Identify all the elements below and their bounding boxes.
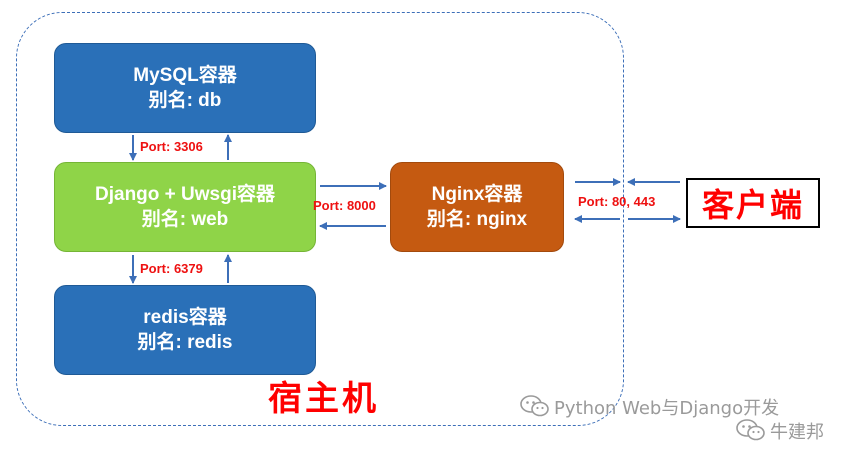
wechat-icon bbox=[520, 394, 550, 424]
wechat-icon bbox=[736, 418, 766, 448]
port-label-mysql: Port: 3306 bbox=[140, 139, 203, 154]
redis-container-title: redis容器 bbox=[143, 307, 227, 328]
watermark-account-text: Python Web与Django开发 bbox=[554, 398, 780, 419]
django-container-alias: 别名: web bbox=[141, 209, 229, 230]
nginx-container-title: Nginx容器 bbox=[431, 184, 523, 205]
watermark-account: Python Web与Django开发 bbox=[520, 394, 779, 424]
redis-container-box: redis容器 别名: redis bbox=[54, 285, 316, 375]
port-label-nginx: Port: 8000 bbox=[313, 198, 376, 213]
redis-container-alias: 别名: redis bbox=[137, 332, 233, 353]
django-container-box: Django + Uwsgi容器 别名: web bbox=[54, 162, 316, 252]
mysql-container-alias: 别名: db bbox=[148, 90, 222, 111]
watermark-author-text: 牛建邦 bbox=[770, 422, 824, 443]
django-container-title: Django + Uwsgi容器 bbox=[95, 184, 275, 205]
mysql-container-title: MySQL容器 bbox=[133, 65, 237, 86]
port-label-client: Port: 80, 443 bbox=[578, 194, 656, 209]
nginx-container-alias: 别名: nginx bbox=[426, 209, 528, 230]
watermark-author: 牛建邦 bbox=[736, 418, 824, 448]
host-machine-boundary bbox=[16, 12, 624, 426]
client-box: 客户端 bbox=[686, 178, 820, 228]
port-label-redis: Port: 6379 bbox=[140, 261, 203, 276]
host-machine-label: 宿主机 bbox=[268, 379, 379, 419]
nginx-container-box: Nginx容器 别名: nginx bbox=[390, 162, 564, 252]
mysql-container-box: MySQL容器 别名: db bbox=[54, 43, 316, 133]
